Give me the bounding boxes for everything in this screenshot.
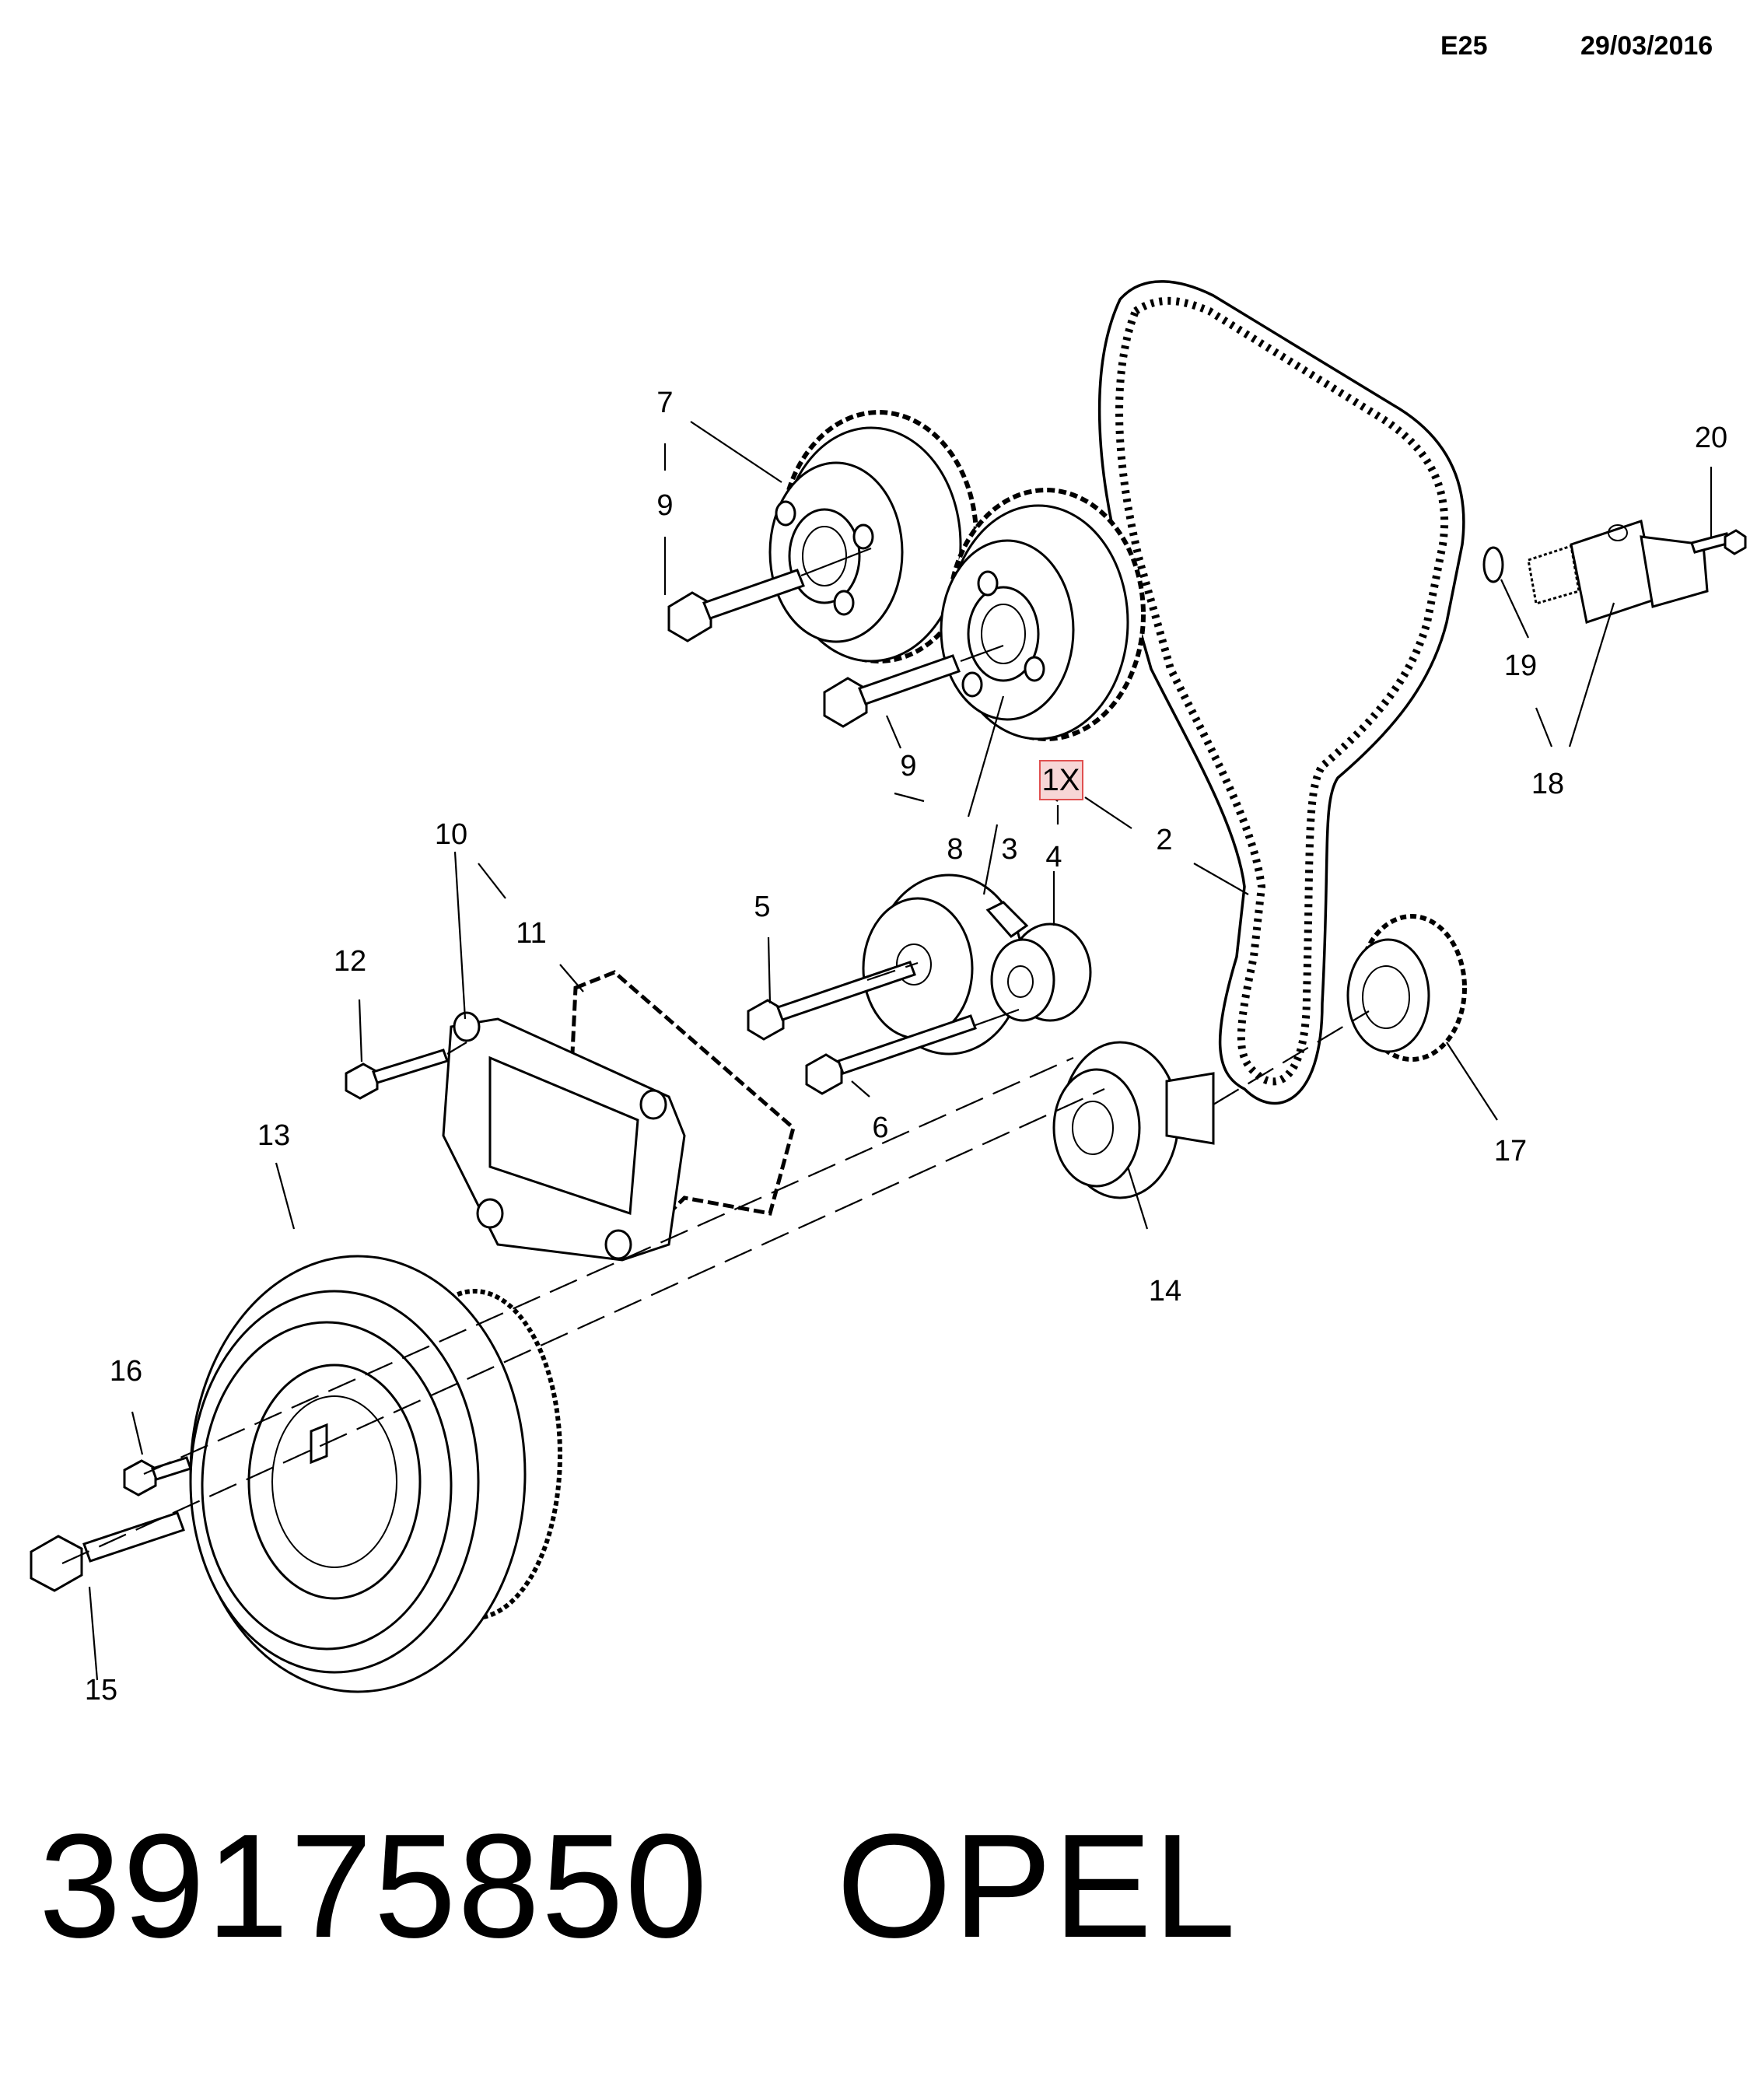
diagram-date: 29/03/2016 (1580, 31, 1713, 61)
callout-labels: 7 9 9 8 3 4 2 20 19 18 10 11 12 5 6 13 1… (85, 387, 1727, 1707)
diagram-code: E25 (1440, 31, 1488, 61)
callout-5: 5 (754, 891, 770, 923)
oil-control-valve (1482, 520, 1709, 624)
quantity-marker: 1X (1042, 763, 1080, 797)
idler-bolt (805, 1008, 1020, 1095)
pulley-bolt-small (123, 1456, 192, 1497)
camshaft-sprocket-lower (940, 488, 1146, 741)
crankshaft-hub (1052, 1041, 1215, 1199)
camshaft-bolt-lower (823, 644, 1004, 728)
callout-3: 3 (1001, 833, 1017, 866)
callout-4: 4 (1045, 841, 1062, 873)
callout-14: 14 (1149, 1275, 1181, 1308)
crankshaft-pulley (189, 1255, 562, 1693)
assembly-axis-lines (61, 961, 1370, 1565)
camshaft-bolt-upper (667, 547, 872, 642)
callout-7: 7 (656, 387, 673, 419)
part-number: 39175850 (39, 1804, 709, 1969)
callout-13: 13 (257, 1119, 290, 1152)
footer-title: 39175850 OPEL (39, 1812, 1237, 1960)
brand-name: OPEL (836, 1804, 1237, 1969)
idler-pulley (990, 922, 1092, 1022)
callout-15: 15 (85, 1674, 117, 1707)
lower-timing-cover (442, 1011, 686, 1262)
crankshaft-bolt (30, 1511, 185, 1592)
callout-12: 12 (334, 945, 366, 978)
callout-10: 10 (435, 818, 467, 851)
quantity-marker-box (1039, 760, 1083, 800)
callout-11: 11 (516, 917, 546, 950)
callout-2: 2 (1156, 824, 1172, 856)
callout-20: 20 (1695, 422, 1727, 454)
cover-bolt (345, 1042, 467, 1100)
callout-9: 9 (900, 750, 916, 782)
valve-bolt (1690, 529, 1747, 555)
callout-16: 16 (110, 1355, 142, 1388)
footer-spacer (709, 1804, 836, 1969)
callout-8: 8 (947, 833, 963, 866)
callout-18: 18 (1531, 768, 1564, 800)
callout-9: 9 (656, 489, 673, 522)
belt-tensioner (862, 873, 1029, 1056)
callout-17: 17 (1494, 1135, 1527, 1168)
callout-6: 6 (872, 1112, 888, 1144)
callout-19: 19 (1504, 649, 1537, 682)
tensioner-bolt (747, 961, 916, 1041)
camshaft-sprocket-upper (768, 410, 978, 663)
leader-lines (88, 421, 1713, 1681)
timing-belt (1097, 280, 1465, 1105)
crankshaft-sprocket (1346, 914, 1467, 1062)
